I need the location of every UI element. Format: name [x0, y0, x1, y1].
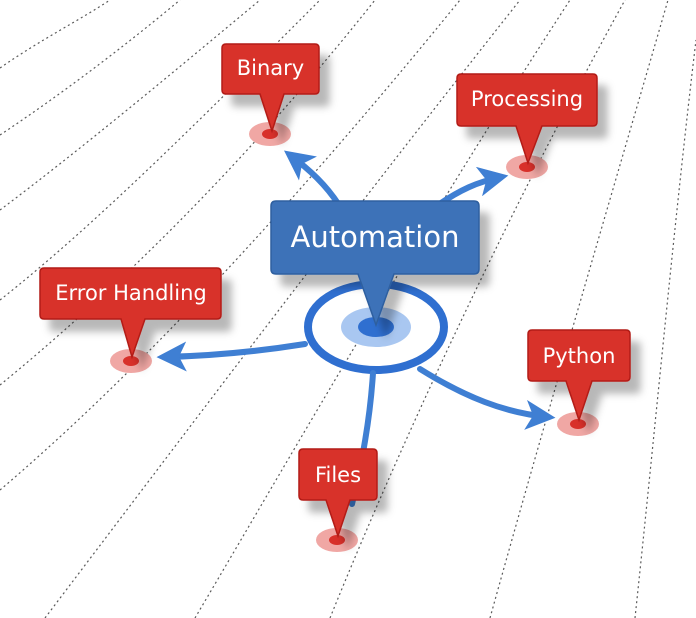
arrow-to-python [417, 366, 556, 430]
node-python[interactable]: Python [527, 329, 631, 423]
node-files-label: Files [315, 463, 361, 487]
center-node[interactable]: Automation [270, 200, 480, 328]
node-error-handling-label: Error Handling [55, 281, 206, 305]
node-binary-label: Binary [237, 56, 304, 80]
node-processing-label: Processing [471, 87, 583, 111]
node-processing[interactable]: Processing [456, 73, 598, 166]
center-node-label: Automation [291, 220, 460, 254]
node-binary[interactable]: Binary [221, 43, 320, 134]
node-files[interactable]: Files [298, 448, 378, 539]
arrow-to-binary [284, 150, 342, 208]
arrow-to-error-handling [156, 341, 308, 372]
pin-markers [110, 122, 599, 552]
node-error-handling[interactable]: Error Handling [39, 267, 222, 360]
node-python-label: Python [543, 344, 616, 368]
